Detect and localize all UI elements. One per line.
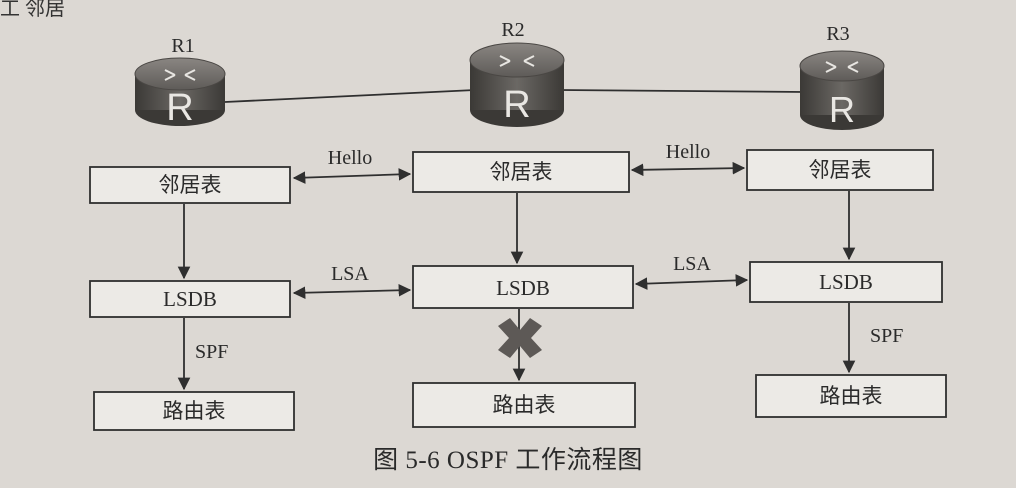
routing-table-label: 路由表 [163,399,226,423]
neighbor-table-box-r2 [412,151,630,193]
routing-table-box-r3 [755,374,947,418]
routing-table-label: 路由表 [820,384,883,408]
router-arrows-icon [164,69,196,81]
routing-table-label: 路由表 [493,393,556,417]
router-letter: R [503,84,530,126]
router-r1: R1 R [134,35,226,129]
blocked-x-icon [498,318,542,358]
lsa-arrow-left [292,283,412,300]
lsdb-label: LSDB [496,276,550,300]
cropped-header-text: 工 邻居 [0,0,65,20]
neighbor-table-box-r1 [89,166,291,204]
router-letter: R [166,87,193,129]
lsdb-box-r2 [412,265,634,309]
figure-caption: 图 5-6 OSPF 工作流程图 [373,447,643,474]
routing-table-box-r1 [93,391,295,431]
hello-arrow-right [630,161,746,177]
router-r3: R3 R [799,23,885,130]
router-label: R2 [501,19,524,41]
router-letter: R [829,89,855,130]
lsa-label-right: LSA [673,253,711,275]
neighbor-table-box-r3 [746,149,934,191]
router-arrows-icon [499,55,535,67]
router-link-r2-r3 [559,89,806,93]
router-r2: R2 R [469,19,565,127]
lsdb-label: LSDB [163,287,217,311]
router-link-r1-r2 [224,89,476,103]
spf-label-r3: SPF [870,325,903,347]
router-label: R1 [171,35,194,57]
neighbor-table-label: 邻居表 [159,173,222,197]
hello-label-left: Hello [328,147,372,169]
lsa-arrow-right [634,274,749,290]
lsdb-box-r3 [749,261,943,303]
neighbor-table-label: 邻居表 [809,158,872,182]
routing-table-box-r2 [412,382,636,428]
router-arrows-icon [825,61,859,73]
spf-label-r1: SPF [195,341,228,363]
lsdb-box-r1 [89,280,291,318]
hello-label-right: Hello [666,141,710,163]
hello-arrow-left [292,168,412,184]
lsa-label-left: LSA [331,263,369,285]
neighbor-table-label: 邻居表 [490,160,553,184]
lsdb-label: LSDB [819,270,873,294]
router-label: R3 [826,23,849,45]
